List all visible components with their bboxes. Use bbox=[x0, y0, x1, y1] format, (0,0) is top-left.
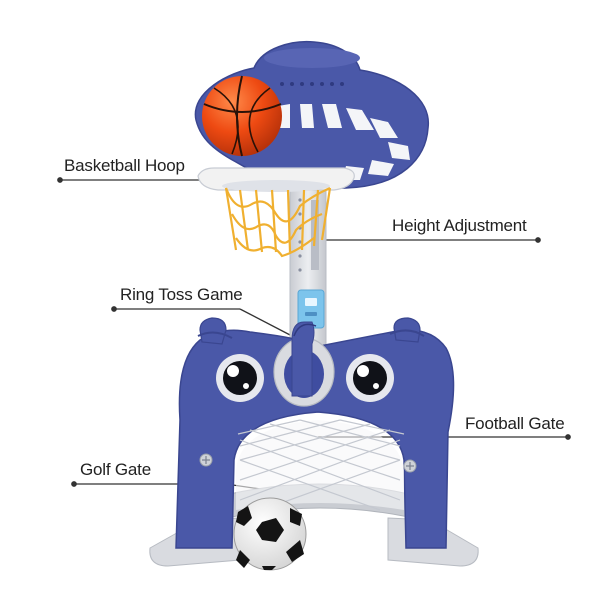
basketball-hoop bbox=[197, 167, 355, 258]
basketball bbox=[202, 75, 282, 157]
hoop-net bbox=[224, 186, 332, 258]
ring-toss-post bbox=[273, 321, 335, 407]
football-gate-label: Football Gate bbox=[465, 414, 565, 433]
right-eye bbox=[346, 354, 394, 402]
ring-toss-game-label: Ring Toss Game bbox=[120, 285, 243, 304]
golf-gate-label: Golf Gate bbox=[80, 460, 151, 479]
soccer-ball bbox=[233, 497, 307, 571]
basketball-hoop-label: Basketball Hoop bbox=[64, 156, 185, 175]
left-eye bbox=[216, 354, 264, 402]
height-adjustment-label: Height Adjustment bbox=[392, 216, 527, 235]
football-net bbox=[236, 419, 405, 511]
football-gate-frame bbox=[175, 317, 455, 549]
